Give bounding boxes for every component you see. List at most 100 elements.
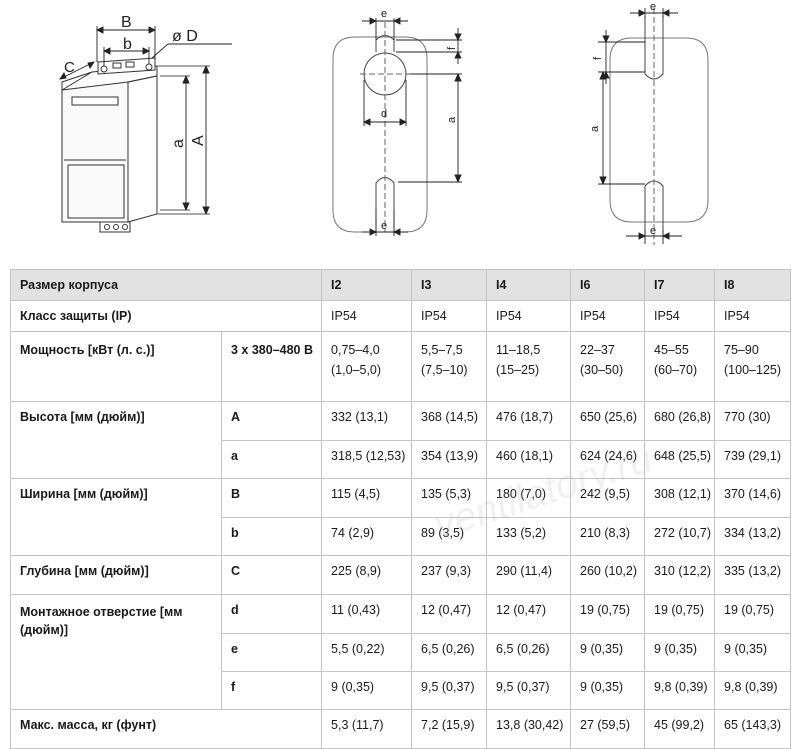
table-row: Монтажное отверстие [мм (дюйм)] d 11 (0,… xyxy=(10,594,792,710)
table-cell: 0,75–4,0 (1,0–5,0) xyxy=(321,331,413,402)
header-col-i3: I3 xyxy=(411,269,488,301)
table-row: Глубина [мм (дюйм)] C 225 (8,9) 237 (9,3… xyxy=(10,555,792,595)
row-sublabel-e: e xyxy=(220,633,323,672)
table-cell: 9,8 (0,39) xyxy=(714,671,792,710)
cell-line: (30–50) xyxy=(580,363,624,377)
dim-label-e-top-mid: e xyxy=(381,8,387,20)
table-cell: 237 (9,3) xyxy=(411,555,488,595)
table-cell: 476 (18,7) xyxy=(486,401,572,441)
table-cell: 6,5 (0,26) xyxy=(411,633,488,672)
cell-line: 22–37 xyxy=(580,343,615,357)
table-cell: 180 (7,0) xyxy=(486,478,572,518)
table-cell: 9 (0,35) xyxy=(321,671,413,710)
dim-label-e-top-right: e xyxy=(650,1,656,13)
cell-line: 0,75–4,0 xyxy=(331,343,380,357)
table-cell: 368 (14,5) xyxy=(411,401,488,441)
table-cell: 308 (12,1) xyxy=(644,478,716,518)
table-cell: 9 (0,35) xyxy=(570,671,646,710)
row-sublabel-f: f xyxy=(220,671,323,710)
table-cell: IP54 xyxy=(644,300,716,332)
table-cell: 19 (0,75) xyxy=(570,594,646,634)
table-row: Класс защиты (IP) IP54 IP54 IP54 IP54 IP… xyxy=(9,300,792,332)
table-cell: 27 (59,5) xyxy=(570,709,646,749)
table-cell: 242 (9,5) xyxy=(570,478,646,518)
table-cell: 460 (18,1) xyxy=(486,440,572,479)
cell-line: (7,5–10) xyxy=(421,363,468,377)
table-cell: 9 (0,35) xyxy=(644,633,716,672)
table-cell: 354 (13,9) xyxy=(411,440,488,479)
table-cell: 74 (2,9) xyxy=(321,517,413,556)
table-cell: 260 (10,2) xyxy=(570,555,646,595)
row-sublabel-d: d xyxy=(220,594,323,634)
table-cell: 332 (13,1) xyxy=(321,401,413,441)
row-sublabel-voltage: 3 x 380–480 В xyxy=(220,331,323,402)
table-cell: 739 (29,1) xyxy=(714,440,792,479)
table-cell: 11 (0,43) xyxy=(321,594,413,634)
table-row: Высота [мм (дюйм)] A 332 (13,1) 368 (14,… xyxy=(10,401,792,479)
table-cell: IP54 xyxy=(486,300,572,332)
dim-label-d-mid: d xyxy=(381,108,387,120)
table-row: Мощность [кВт (л. с.)] 3 x 380–480 В 0,7… xyxy=(10,331,792,402)
row-sublabel-C: C xyxy=(220,555,323,595)
table-cell: 5,3 (11,7) xyxy=(321,709,413,749)
table-row: Макс. масса, кг (фунт) 5,3 (11,7) 7,2 (1… xyxy=(9,709,792,749)
table-cell: 650 (25,6) xyxy=(570,401,646,441)
cell-line: 45–55 xyxy=(654,343,689,357)
table-row: a 318,5 (12,53) 354 (13,9) 460 (18,1) 62… xyxy=(11,440,792,479)
row-sublabel-B: B xyxy=(220,478,323,518)
table-cell: 334 (13,2) xyxy=(714,517,792,556)
table-cell: 624 (24,6) xyxy=(570,440,646,479)
mounting-plate-keyhole-drawing xyxy=(332,22,428,233)
table-cell: 13,8 (30,42) xyxy=(486,709,572,749)
table-cell: IP54 xyxy=(321,300,413,332)
table-cell: 135 (5,3) xyxy=(411,478,488,518)
cell-line: 5,5–7,5 xyxy=(421,343,463,357)
table-cell: 318,5 (12,53) xyxy=(321,440,413,479)
table-cell: 225 (8,9) xyxy=(321,555,413,595)
dim-label-f-mid: f xyxy=(446,46,458,50)
table-cell: 45 (99,2) xyxy=(644,709,716,749)
table-cell: 75–90(100–125) xyxy=(714,331,792,402)
table-cell: 65 (143,3) xyxy=(714,709,792,749)
table-cell: IP54 xyxy=(570,300,646,332)
table-cell: 89 (3,5) xyxy=(411,517,488,556)
dim-label-e-bottom-right: e xyxy=(650,225,656,237)
table-cell: 335 (13,2) xyxy=(714,555,792,595)
table-cell: 6,5 (0,26) xyxy=(486,633,572,672)
row-label-width: Ширина [мм (дюйм)] xyxy=(10,478,222,556)
table-cell: 310 (12,2) xyxy=(644,555,716,595)
dim-label-B: B xyxy=(121,14,132,31)
table-cell: IP54 xyxy=(411,300,488,332)
mounting-plate-slot-drawing xyxy=(609,8,709,245)
header-col-i7: I7 xyxy=(644,269,716,301)
table-cell: 9 (0,35) xyxy=(570,633,646,672)
header-col-i4: I4 xyxy=(486,269,572,301)
row-label-depth: Глубина [мм (дюйм)] xyxy=(10,555,222,595)
row-sublabel-a: a xyxy=(220,440,323,479)
dim-label-C: C xyxy=(64,59,75,76)
dim-label-D: ø D xyxy=(172,28,198,45)
cell-line: (1,0–5,0) xyxy=(331,363,382,377)
row-label-power: Мощность [кВт (л. с.)] xyxy=(10,331,222,402)
dim-label-a-mid: a xyxy=(446,116,458,123)
dim-label-a-right: a xyxy=(589,125,601,132)
row-sublabel-A: A xyxy=(220,401,323,441)
table-cell: 9,5 (0,37) xyxy=(486,671,572,710)
dim-label-a: a xyxy=(170,139,187,148)
table-cell: 7,2 (15,9) xyxy=(411,709,488,749)
table-cell: 272 (10,7) xyxy=(644,517,716,556)
table-cell: 680 (26,8) xyxy=(644,401,716,441)
row-label-mounting-hole: Монтажное отверстие [мм (дюйм)] xyxy=(10,594,222,710)
table-cell: 19 (0,75) xyxy=(644,594,716,634)
table-header-row: Размер корпуса I2 I3 I4 I6 I7 I8 xyxy=(9,269,792,301)
row-label-mass: Макс. масса, кг (фунт) xyxy=(9,709,323,749)
dimensions-table: Размер корпуса I2 I3 I4 I6 I7 I8 Класс з… xyxy=(9,269,792,749)
table-cell: 5,5 (0,22) xyxy=(321,633,413,672)
table-cell: 115 (4,5) xyxy=(321,478,413,518)
table-cell: 11–18,5(15–25) xyxy=(486,331,572,402)
table-cell: 370 (14,6) xyxy=(714,478,792,518)
header-col-i2: I2 xyxy=(321,269,413,301)
table-cell: 12 (0,47) xyxy=(486,594,572,634)
table-row: Ширина [мм (дюйм)] B 115 (4,5) 135 (5,3)… xyxy=(10,478,792,556)
table-cell: 648 (25,5) xyxy=(644,440,716,479)
